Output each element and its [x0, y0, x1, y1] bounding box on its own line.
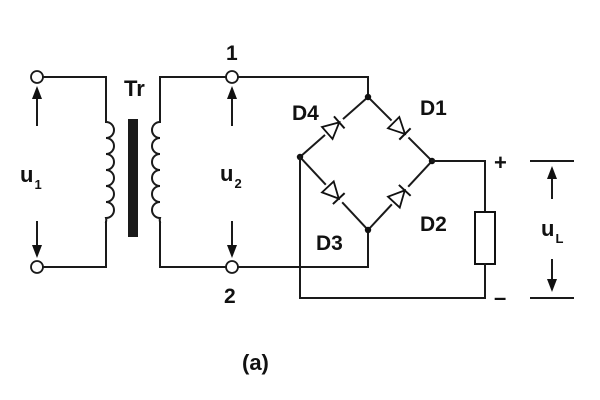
- diode-d4-label: D4: [292, 102, 319, 125]
- wire-node1-to-bridge: [237, 76, 369, 98]
- secondary-circuit: [151, 70, 369, 274]
- input-voltage-label: u1: [20, 162, 42, 192]
- figure-caption: (a): [242, 350, 269, 375]
- output-minus-label: –: [494, 285, 506, 310]
- load-resistor: [474, 211, 496, 265]
- junction-top: [364, 93, 372, 101]
- output-wire-positive: [431, 160, 486, 213]
- node-1-label: 1: [226, 42, 238, 65]
- wire-node2-to-bridge: [237, 229, 369, 268]
- diode-d2-label: D2: [420, 213, 447, 236]
- output-arrow-up-head: [547, 166, 557, 179]
- node-2-label: 2: [224, 285, 236, 308]
- secondary-voltage-label: u2: [220, 161, 242, 191]
- input-arrow-down-head: [32, 245, 42, 258]
- input-arrow-up-head: [32, 86, 42, 99]
- junction-bottom: [364, 226, 372, 234]
- input-terminal-bottom: [30, 260, 44, 274]
- input-terminal-top: [30, 70, 44, 84]
- diode-d2: [384, 179, 416, 212]
- output-circuit: [299, 156, 574, 299]
- primary-wire-bottom: [42, 221, 107, 268]
- diode-d3-label: D3: [316, 232, 343, 255]
- output-arrow-down-head: [547, 279, 557, 292]
- primary-wire-top: [42, 76, 107, 123]
- diode-d3: [318, 177, 350, 210]
- secondary-arrow-up-head: [227, 86, 237, 99]
- diode-d1-label: D1: [420, 97, 447, 120]
- transformer-core: [128, 119, 138, 237]
- secondary-coil: [151, 120, 162, 224]
- diode-d1: [384, 113, 416, 145]
- output-voltage-label: uL: [541, 216, 563, 246]
- bridge-rectifier: [296, 93, 436, 234]
- output-wire-negative: [299, 156, 486, 299]
- diode-d4: [318, 111, 350, 143]
- primary-coil: [104, 120, 115, 224]
- output-plus-label: +: [494, 150, 507, 175]
- secondary-wire-top-left: [159, 76, 227, 123]
- secondary-wire-bottom-left: [159, 221, 227, 268]
- transformer-label: Tr: [124, 76, 145, 101]
- secondary-arrow-down-head: [227, 245, 237, 258]
- node-2-terminal: [225, 260, 239, 274]
- node-1-terminal: [225, 70, 239, 84]
- primary-circuit: [30, 70, 115, 274]
